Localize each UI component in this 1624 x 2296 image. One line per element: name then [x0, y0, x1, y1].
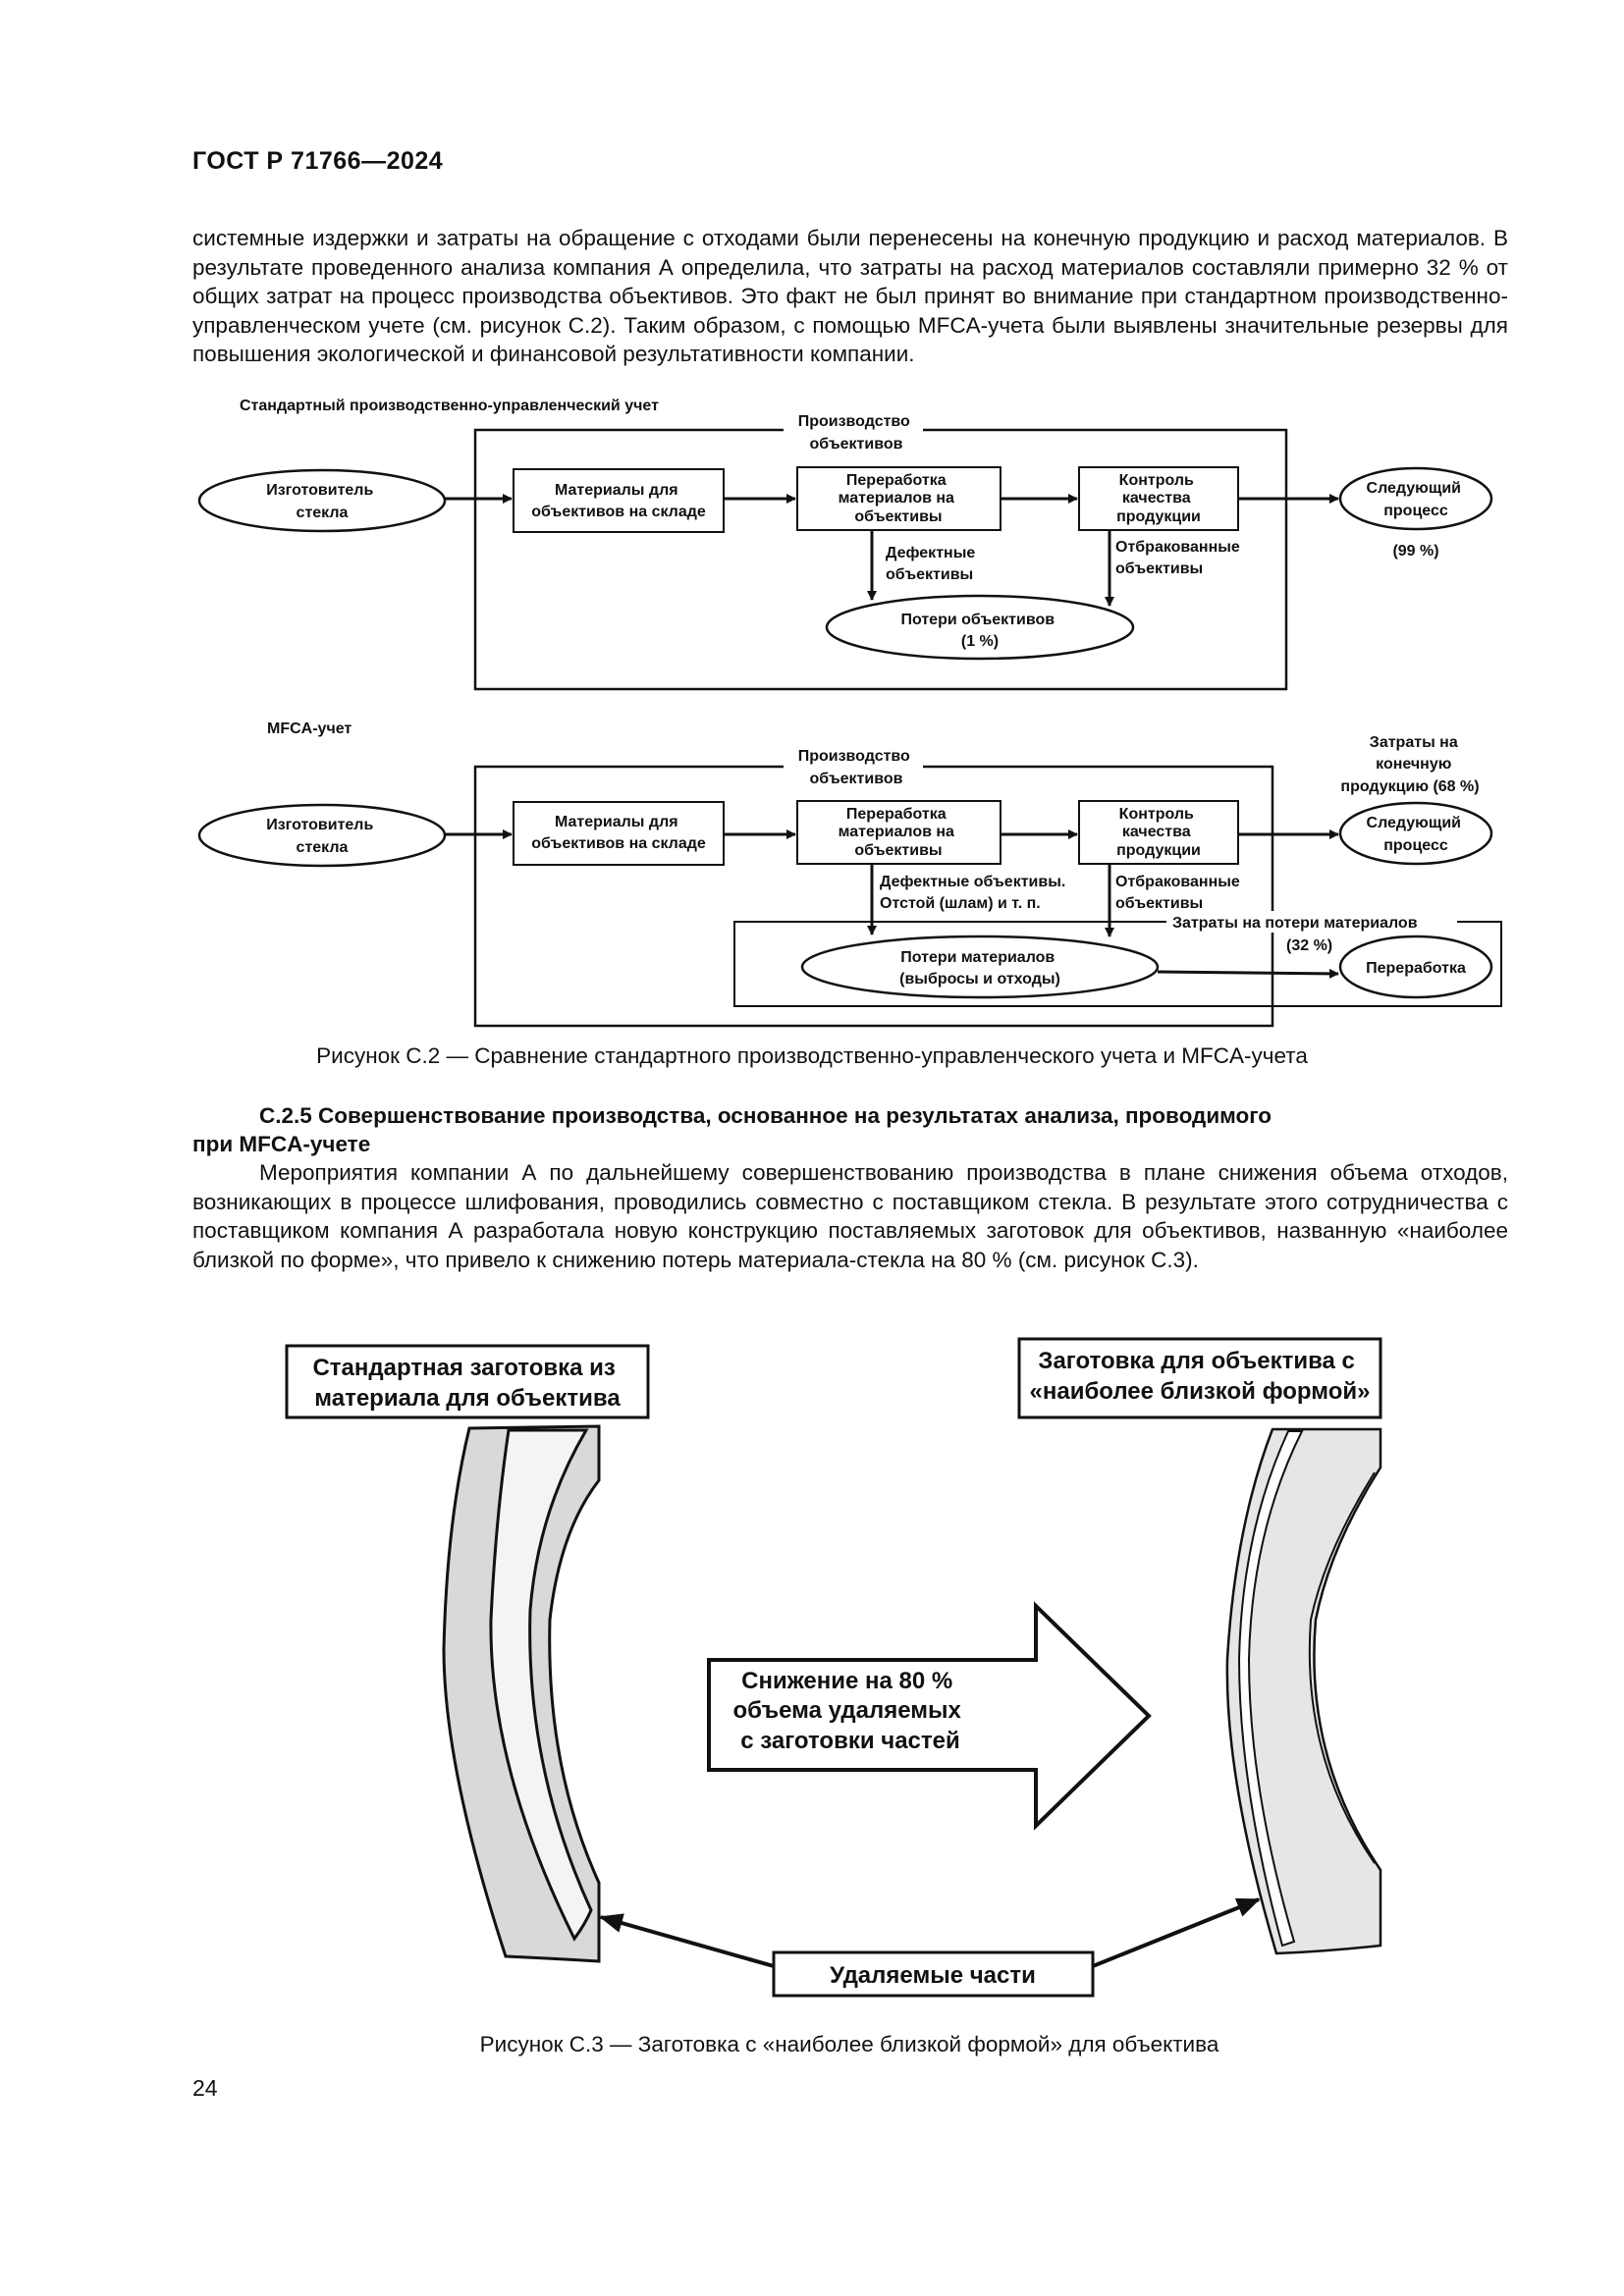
- standard-production-label: Производство объективов: [798, 413, 915, 453]
- frame-label-mask: [784, 416, 923, 455]
- standard-blank-box: [285, 1344, 650, 1419]
- removed-parts-box: [772, 1950, 1095, 1998]
- near-net-blank-lens: [1237, 1430, 1304, 1948]
- near-net-blank-inner-edge: [1308, 1471, 1376, 1864]
- mfca-arrows: [445, 829, 1339, 979]
- standard-losses-node: [825, 594, 1135, 661]
- standard-rejected-label: Отбракованные объективы: [1115, 539, 1244, 577]
- frame-label-mask: [784, 751, 923, 792]
- near-net-shape-label: Заготовка для объектива с «наиболее близ…: [1030, 1348, 1371, 1405]
- mfca-loss-cost-label: Затраты на потери материалов: [1172, 915, 1418, 932]
- mfca-final-cost-label: Затраты на конечную продукцию (68 %): [1340, 734, 1479, 795]
- standard-processing-box: [796, 466, 1001, 531]
- page-number: 24: [192, 2075, 218, 2101]
- standard-storage-box: [513, 468, 725, 533]
- standard-processing-label: Переработка материалов на объективы: [839, 472, 959, 525]
- standard-quality-label: Контроль качества продукции: [1116, 472, 1201, 525]
- mfca-quality-label: Контроль качества продукции: [1116, 806, 1201, 859]
- standard-blank-lens: [489, 1428, 593, 1942]
- figure-c3-diagram: Стандартная заготовка из материала для о…: [285, 1337, 1382, 1998]
- figure-c2-caption: Рисунок С.2 — Сравнение стандартного про…: [316, 1043, 1308, 1068]
- mfca-recycling-label: Переработка: [1366, 960, 1466, 977]
- standard-next-node: [1338, 466, 1493, 531]
- mfca-next-node: [1338, 801, 1493, 866]
- standard-storage-label: Материалы для объективов на складе: [531, 482, 706, 520]
- document-header: ГОСТ Р 71766—2024: [192, 147, 444, 175]
- mfca-losses-label: Потери материалов (выбросы и отходы): [899, 949, 1060, 988]
- removed-parts-label: Удаляемые части: [830, 1962, 1036, 1989]
- standard-defective-label: Дефектные объективы: [886, 545, 980, 583]
- mfca-storage-box: [513, 801, 725, 866]
- standard-supplier-label: Изготовитель стекла: [266, 482, 378, 521]
- figure-c2-diagram: Стандартный производственно-управленческ…: [197, 398, 1502, 1028]
- standard-accounting-title: Стандартный производственно-управленческ…: [240, 398, 659, 414]
- mfca-defective-label: Дефектные объективы. Отстой (шлам) и т. …: [880, 874, 1070, 912]
- mfca-processing-box: [796, 800, 1001, 865]
- section-title-line1: С.2.5 Совершенствование производства, ос…: [259, 1103, 1272, 1128]
- mfca-loss-cost-frame: [733, 921, 1502, 1007]
- near-net-shape-box: [1017, 1337, 1382, 1419]
- reduction-arrow: [707, 1601, 1152, 1831]
- standard-losses-label: Потери объективов (1 %): [900, 612, 1058, 650]
- mfca-next-label: Следующий процесс: [1367, 815, 1466, 854]
- mfca-accounting-title: MFCA-учет: [267, 721, 352, 737]
- mfca-production-label: Производство объективов: [798, 748, 915, 787]
- mfca-supplier-label: Изготовитель стекла: [266, 817, 378, 856]
- section-paragraph: Мероприятия компании А по дальнейшему со…: [192, 1160, 1508, 1272]
- intro-paragraph: системные издержки и затраты на обращени…: [192, 226, 1508, 366]
- reduction-label: Снижение на 80 % объема удаляемых с заго…: [732, 1668, 967, 1754]
- mfca-supplier-node: [197, 803, 447, 868]
- mfca-rejected-label: Отбракованные объективы: [1115, 874, 1244, 912]
- mfca-processing-label: Переработка материалов на объективы: [839, 806, 959, 859]
- frame-label-mask: [1166, 911, 1457, 933]
- mfca-recycling-node: [1338, 934, 1493, 999]
- mfca-losses-node: [800, 934, 1160, 999]
- section-title-line2: при MFCA-учете: [192, 1132, 371, 1156]
- removed-parts-arrows: [599, 1897, 1261, 1968]
- mfca-storage-label: Материалы для объективов на складе: [531, 814, 706, 852]
- standard-quality-box: [1078, 466, 1239, 531]
- standard-blank-label: Стандартная заготовка из материала для о…: [312, 1355, 622, 1412]
- section-title: С.2.5 Совершенствование производства, ос…: [192, 1101, 1508, 1158]
- standard-next-label: Следующий процесс: [1367, 480, 1466, 519]
- standard-next-share: (99 %): [1392, 543, 1438, 560]
- figure-c3-caption: Рисунок С.3 — Заготовка с «наиболее близ…: [479, 2032, 1219, 2056]
- mfca-quality-box: [1078, 800, 1239, 865]
- standard-arrows: [445, 494, 1339, 607]
- mfca-loss-share: (32 %): [1286, 937, 1332, 954]
- standard-supplier-node: [197, 468, 447, 533]
